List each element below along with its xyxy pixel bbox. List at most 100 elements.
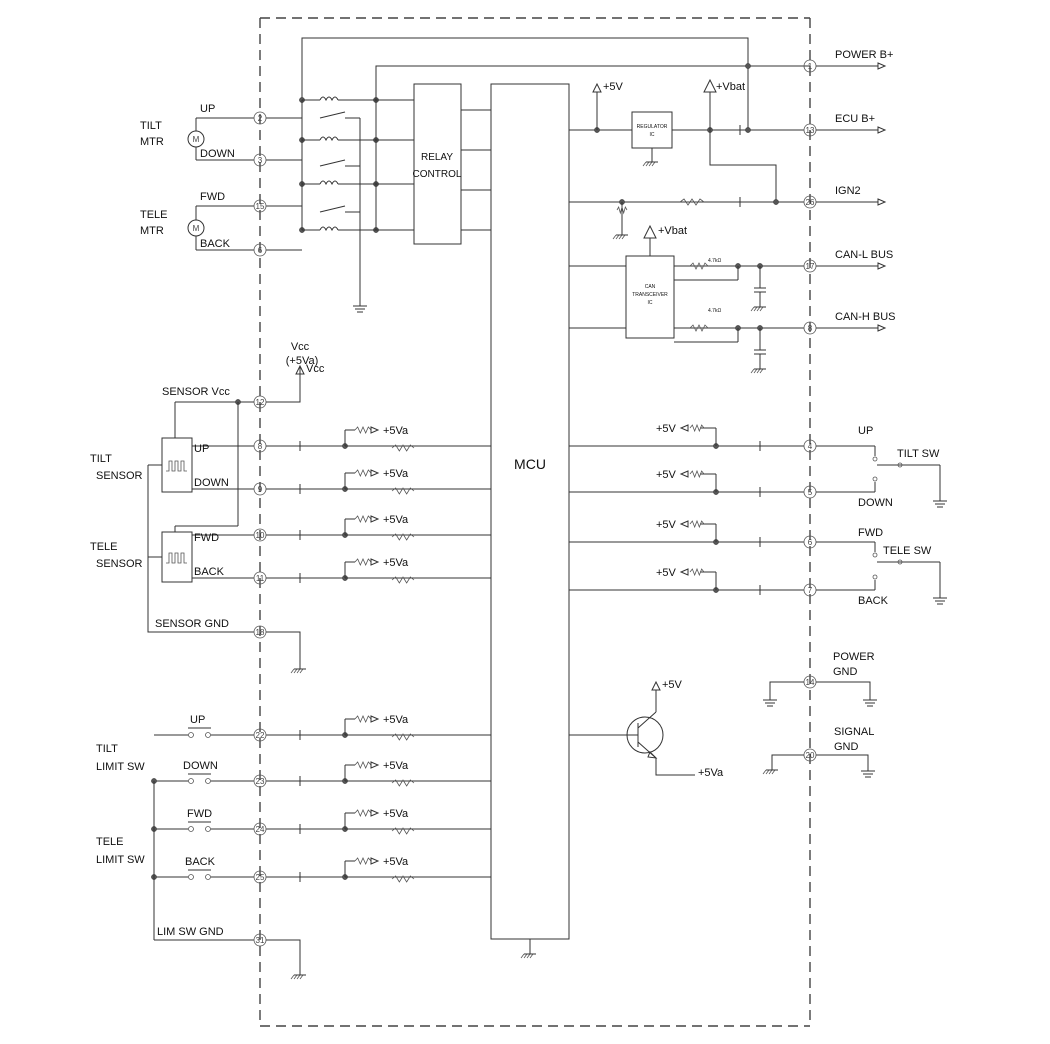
chassis-ground-hatch xyxy=(526,953,531,959)
tilt_sw-sw_up-label: UP xyxy=(858,425,873,437)
pullup-supply-label-l3: +5Va xyxy=(383,856,409,868)
chassis-ground-hatch xyxy=(753,306,758,312)
pullup-resistor-s2 xyxy=(354,515,372,523)
pullup-arrow-l0 xyxy=(370,715,380,723)
chassis-ground-hatch xyxy=(756,368,761,374)
sw-pullup-resistor-sw_back xyxy=(689,567,705,577)
sw-contact-a-tilt_sw xyxy=(872,456,878,462)
pullup-supply-label-s1: +5Va xyxy=(383,468,409,480)
sw-contact-a-tele_sw xyxy=(872,552,878,558)
pin-sw_up: 4 xyxy=(808,442,813,451)
pin-power-gnd: 14 xyxy=(806,678,815,687)
regulator-label-2: IC xyxy=(650,132,655,138)
label-power_bplus: POWER B+ xyxy=(835,49,893,61)
mcu-block xyxy=(490,83,570,940)
sensor-waveform-0 xyxy=(166,460,187,472)
p5v-label-top-arrow xyxy=(592,82,602,93)
transistor-supply-label: +5V xyxy=(662,679,683,691)
relay-control-label-2: CONTROL xyxy=(413,169,462,180)
pin-lim_up: 22 xyxy=(256,731,265,740)
regulator-label-1: REGULATOR xyxy=(637,124,668,130)
tilt_mtr-label-1: TILT xyxy=(140,120,162,132)
tilt_mtr-label-2: MTR xyxy=(140,136,164,148)
pin-lim_fwd: 24 xyxy=(256,825,265,834)
sensor-gnd-to-ground xyxy=(266,631,301,662)
sw-contact-b-tilt_sw xyxy=(872,476,878,482)
junction-dot xyxy=(745,127,751,133)
pullup-supply-label-s0: +5Va xyxy=(383,425,409,437)
vcc-label-sub: (+5Va) xyxy=(286,355,319,367)
vbat-label-top: +Vbat xyxy=(716,81,745,93)
motor-signal-down-label: DOWN xyxy=(200,148,235,160)
limit-contact-a-lim_back xyxy=(188,874,194,880)
p5v-label-top: +5V xyxy=(603,81,624,93)
tele_sensor-label-1: TELE xyxy=(90,541,118,553)
vcc-label: Vcc xyxy=(306,363,325,375)
limit-signal-down-label: DOWN xyxy=(183,760,218,772)
sensor-block-0 xyxy=(161,437,193,493)
pin-sensor-vcc: 12 xyxy=(256,398,265,407)
chassis-ground-hatch xyxy=(642,161,647,167)
limit-contact-b-lim_fwd xyxy=(205,826,211,832)
pin-sw_down: 5 xyxy=(808,488,813,497)
power-gnd-left xyxy=(769,681,804,692)
pullup-supply-label-l1: +5Va xyxy=(383,760,409,772)
limit-signal-back-label: BACK xyxy=(185,856,216,868)
chassis-ground-hatch xyxy=(299,668,304,674)
pin-lim_down: 23 xyxy=(256,777,265,786)
limit-signal-fwd-label: FWD xyxy=(187,808,212,820)
tele-limit-label-2: LIMIT SW xyxy=(96,854,145,866)
sw-supply-arrow-sw_down xyxy=(679,470,689,478)
pullup-resistor-s1 xyxy=(354,469,372,477)
sensor-block-1 xyxy=(161,531,193,583)
sw-pullup-resistor-sw_down xyxy=(689,469,705,479)
pin-lim-gnd: 31 xyxy=(256,936,265,945)
relay-coil-3 xyxy=(319,226,339,232)
pullup-resistor-l3 xyxy=(354,857,372,865)
pullup-arrow-l2 xyxy=(370,809,380,817)
motor-signal-fwd-label: FWD xyxy=(200,191,225,203)
motor-letter-1: M xyxy=(193,224,200,233)
transistor-emitter-arrow xyxy=(647,751,658,759)
relay-control-block xyxy=(413,83,462,245)
transistor-collector xyxy=(637,711,657,729)
chassis-ground-hatch xyxy=(296,974,301,980)
sensor-gnd-label: SENSOR GND xyxy=(155,618,229,630)
power-gnd-label-1: POWER xyxy=(833,651,875,663)
sw-supply-label-sw_down: +5V xyxy=(656,469,677,481)
schematic-drawing: MCURELAYCONTROLM23UPDOWNTILTMTRM156FWDBA… xyxy=(90,17,947,1027)
pin-tele_fwd-circle xyxy=(253,199,267,213)
lim-sw-gnd-label: LIM SW GND xyxy=(157,926,224,938)
pin-lim_down-circle xyxy=(253,774,267,788)
series-resistor-l3 xyxy=(391,875,415,883)
can-label-1: CAN xyxy=(645,284,656,290)
transistor-output-label: +5Va xyxy=(698,767,724,779)
chassis-ground-hatch xyxy=(771,769,776,775)
sw-supply-label-sw_fwd: +5V xyxy=(656,519,677,531)
tilt_sw-sw_down-label: DOWN xyxy=(858,497,893,509)
limit-contact-b-lim_back xyxy=(205,874,211,880)
vbat-to-ign2 xyxy=(709,130,777,202)
pin-ecu_bplus: 13 xyxy=(806,126,815,135)
relay-contact-2 xyxy=(319,205,346,213)
tilt_sensor-label-2: SENSOR xyxy=(96,470,143,482)
pin-can_l: 17 xyxy=(806,262,815,271)
power-bplus-bus xyxy=(301,37,749,130)
relay-coil-0 xyxy=(319,96,339,102)
chassis-ground-hatch xyxy=(615,234,620,240)
lim-gnd-to-ground xyxy=(266,939,301,968)
pin-ign2: 26 xyxy=(806,198,815,207)
pin-tilt_up-circle xyxy=(253,111,267,125)
pullup-resistor-s0 xyxy=(354,426,372,434)
pullup-arrow-s2 xyxy=(370,515,380,523)
pin-can_h: 8 xyxy=(808,324,813,333)
pullup-arrow-l1 xyxy=(370,761,380,769)
sw-pullup-resistor-sw_up xyxy=(689,423,705,433)
ext-arrow-ecu_bplus xyxy=(877,126,887,134)
pullup-resistor-l0 xyxy=(354,715,372,723)
chassis-ground-hatch xyxy=(759,368,764,374)
pin-sw_fwd: 6 xyxy=(808,538,813,547)
pin-tilt_down: 3 xyxy=(258,156,263,165)
pullup-resistor-s3 xyxy=(354,558,372,566)
chassis-ground-hatch xyxy=(296,668,301,674)
